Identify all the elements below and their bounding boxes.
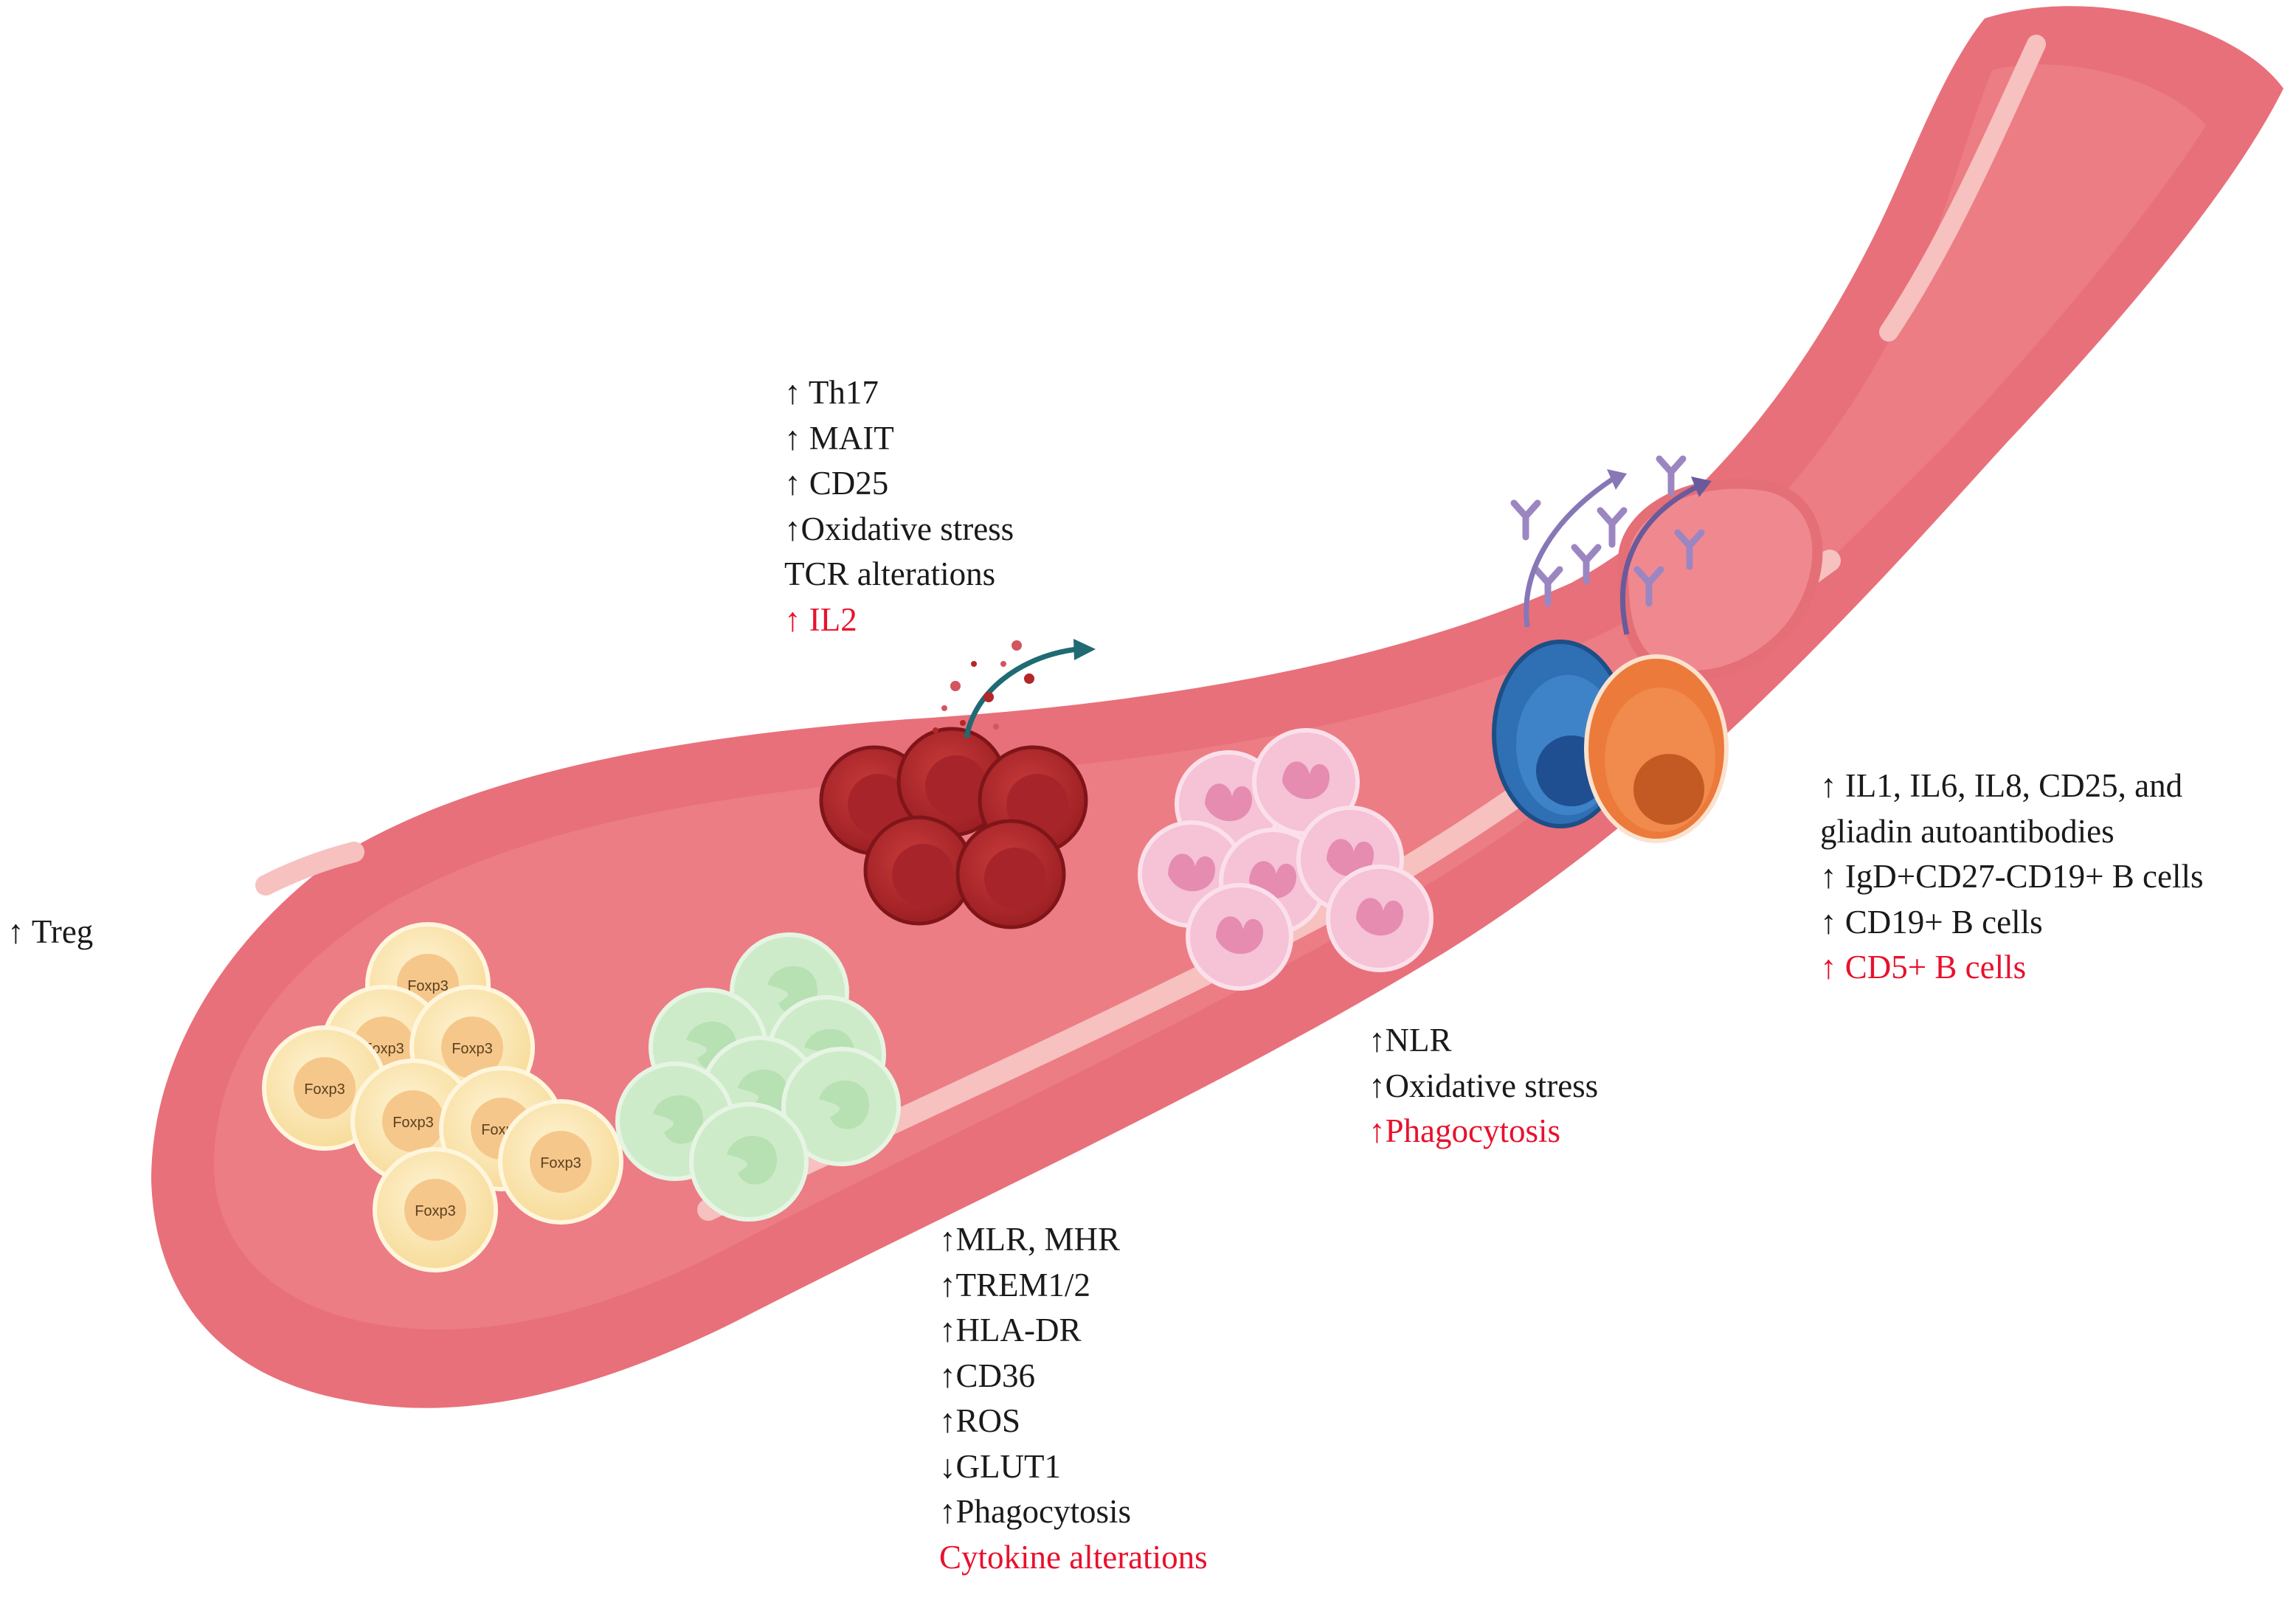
cytokine-dot: [1000, 661, 1006, 667]
antibody-icon: [1510, 455, 1705, 607]
treg-nucleus: [294, 1057, 356, 1119]
treg-marker-label: Foxp3: [415, 1203, 456, 1219]
treg-marker-label: Foxp3: [304, 1081, 345, 1098]
antibody: [1656, 455, 1687, 496]
monocyte-nucleus: [819, 1080, 870, 1129]
antibody-arrowhead-right: [1691, 477, 1712, 497]
monocyte-annotation: ↑MLR, MHR ↑TREM1/2 ↑HLA-DR ↑CD36 ↑ROS ↓GLUT1 ↑…: [939, 1217, 1208, 1580]
t-cell-nucleus: [892, 844, 954, 906]
antibody: [1571, 544, 1602, 585]
neutrophil-cell-icon: [1138, 728, 1434, 991]
t-cell-nucleus: [848, 774, 910, 836]
b-cell-icon: [1492, 640, 1729, 843]
secretion-arrow-icon: [933, 469, 1712, 738]
cytokine-dots: [933, 640, 1034, 733]
treg-nucleus: [404, 1179, 466, 1241]
treg-marker-label: Foxp3: [540, 1155, 581, 1171]
monocytes-line: ↑HLA-DR: [939, 1312, 1082, 1348]
neutrophils-line: ↑Phagocytosis: [1369, 1112, 1561, 1149]
cytokine-dot: [960, 720, 966, 726]
monocyte-nucleus: [727, 1135, 778, 1185]
neutrophil-nucleus: [1168, 853, 1216, 892]
vessel-wall-highlight-left: [255, 842, 364, 896]
monocytes-line: ↑CD36: [939, 1357, 1036, 1394]
antibody: [1510, 499, 1541, 541]
neutrophil-nucleus: [1216, 916, 1264, 955]
neutrophil-nucleus: [1356, 898, 1404, 936]
monocytes-line: ↓GLUT1: [939, 1447, 1061, 1485]
treg-nucleus: [530, 1131, 592, 1193]
antibody-arrowhead-left: [1607, 469, 1627, 490]
antibody: [1532, 566, 1563, 607]
antibody: [1633, 566, 1664, 607]
b_cells-line: gliadin autoantibodies: [1820, 812, 2115, 850]
treg-annotation: ↑ Treg: [7, 910, 93, 955]
t-cell-nucleus: [1006, 774, 1068, 836]
treg-marker-label: Foxp3: [393, 1115, 434, 1131]
treg-marker-label: Foxp3: [407, 978, 449, 994]
t_cells-line: ↑Oxidative stress: [784, 510, 1014, 547]
vessel-wall-highlight: [1879, 35, 2046, 342]
antibody: [1674, 529, 1705, 570]
cytokine-dot: [950, 681, 961, 691]
t-cell-icon: [819, 727, 1088, 929]
t_cells-line: TCR alterations: [784, 555, 996, 592]
cytokine-arrowhead: [1073, 639, 1096, 660]
t-cell-nucleus: [984, 848, 1046, 910]
monocytes-line: Cytokine alterations: [939, 1538, 1208, 1576]
cytokine-dot: [933, 727, 938, 733]
cytokine-dot: [941, 705, 947, 711]
antibody: [1597, 507, 1628, 548]
t_cells-line: ↑ CD25: [784, 465, 889, 502]
b_cells-line: ↑ CD19+ B cells: [1820, 903, 2043, 941]
b_cells-line: ↑ CD5+ B cells: [1820, 949, 2027, 986]
t-cell-nucleus: [925, 755, 987, 817]
antibody-arrow-right: [1619, 484, 1698, 635]
cytokine-arrow: [964, 646, 1078, 738]
neutrophil-nucleus: [1327, 839, 1375, 877]
b_cells-line: ↑ IL1, IL6, IL8, CD25, and: [1820, 767, 2183, 804]
monocytes-line: ↑ROS: [939, 1402, 1021, 1439]
treg-marker-label: Foxp3: [452, 1041, 493, 1057]
cytokine-dot: [993, 724, 999, 730]
neutrophil-annotation: ↑NLR ↑Oxidative stress ↑Phagocytosis: [1369, 1018, 1598, 1154]
t_cells-line: ↑ MAIT: [784, 419, 894, 457]
cytokine-dot: [983, 692, 994, 702]
antibody-arrow-left: [1524, 477, 1614, 628]
cytokine-dot: [971, 661, 977, 667]
treg-nucleus: [441, 1017, 503, 1078]
b-cell-annotation: ↑ IL1, IL6, IL8, CD25, and gliadin autoan…: [1820, 763, 2203, 991]
t_cells-line: ↑ Th17: [784, 374, 879, 411]
monocytes-line: ↑TREM1/2: [939, 1266, 1091, 1303]
monocyte-nucleus: [653, 1095, 704, 1144]
neutrophil-nucleus: [1205, 783, 1253, 822]
neutrophils-line: ↑NLR: [1369, 1022, 1452, 1059]
neutrophil-nucleus: [1282, 761, 1330, 800]
cytokine-dot: [1012, 640, 1022, 651]
monocytes-line: ↑MLR, MHR: [939, 1221, 1121, 1258]
monocytes-line: ↑Phagocytosis: [939, 1493, 1132, 1530]
cytokine-dot: [1024, 673, 1034, 684]
t_cells-line: ↑ IL2: [784, 600, 857, 638]
b-cell-orange-nucleus: [1633, 754, 1704, 825]
neutrophils-line: ↑Oxidative stress: [1369, 1067, 1599, 1104]
treg-line: ↑ Treg: [7, 913, 94, 950]
b_cells-line: ↑ IgD+CD27-CD19+ B cells: [1820, 858, 2204, 895]
treg-nucleus: [382, 1090, 444, 1152]
monocyte-cell-icon: [615, 932, 901, 1222]
